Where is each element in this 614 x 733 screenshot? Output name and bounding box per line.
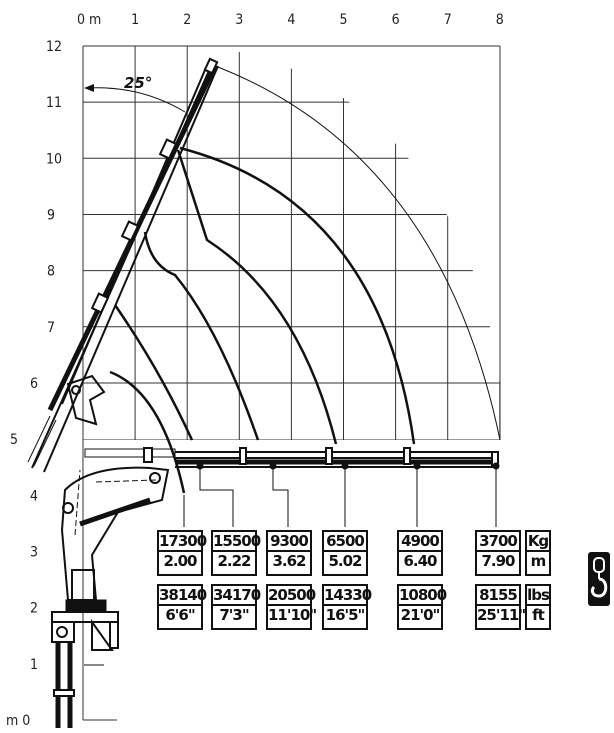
reach-ft-value: 6'6" — [165, 606, 195, 624]
x-axis-label: 5 — [340, 12, 348, 28]
load-lbs-value: 10800 — [399, 586, 447, 606]
metric-units-box: Kg m — [525, 530, 551, 576]
reach-m-value: 2.22 — [217, 552, 251, 570]
crane-hook-icon — [588, 552, 610, 606]
x-axis-labels: 0 m 1 2 3 4 5 6 7 8 — [77, 12, 504, 28]
angle-arrow — [84, 84, 94, 92]
x-axis-label: 2 — [183, 12, 191, 28]
reach-ft-value: 21'0" — [400, 606, 441, 624]
x-axis-label: 6 — [392, 12, 400, 28]
reach-m-value: 5.02 — [328, 552, 362, 570]
y-axis-label: 11 — [46, 95, 62, 111]
angle-arc — [85, 87, 186, 113]
y-axis-label: m 0 — [6, 713, 30, 729]
reach-ft-value: 25'11" — [477, 606, 526, 624]
reach-m-value: 7.90 — [481, 552, 515, 570]
reach-ft-value: 7'3" — [219, 606, 249, 624]
load-curves — [109, 146, 416, 494]
y-axis-label: 9 — [47, 207, 55, 223]
x-axis-label: 3 — [235, 12, 243, 28]
load-kg-value: 4900 — [399, 532, 441, 552]
y-axis-label: 10 — [46, 151, 62, 167]
leader-lines — [183, 468, 497, 527]
angle-label: 25° — [124, 74, 152, 92]
y-axis-label: 4 — [30, 488, 38, 504]
imperial-units-box: lbs ft — [525, 584, 551, 630]
y-axis-label: 6 — [30, 376, 38, 392]
load-curve-1 — [109, 370, 186, 494]
max-reach-arc — [209, 63, 501, 441]
load-lbs-value: 14330 — [324, 586, 372, 606]
reach-ft-value: 11'10" — [268, 606, 317, 624]
load-lbs-value: 34170 — [213, 586, 261, 606]
load-curve-3 — [143, 231, 260, 441]
x-axis-label: 8 — [496, 12, 504, 28]
y-axis-label: 3 — [30, 544, 38, 560]
load-kg-value: 17300 — [159, 532, 207, 552]
load-lbs-value: 38140 — [159, 586, 207, 606]
load-kg-value: 6500 — [324, 532, 366, 552]
x-axis-label: 1 — [131, 12, 139, 28]
reach-m-value: 6.40 — [403, 552, 437, 570]
crane-boom-horizontal — [84, 447, 500, 470]
imperial-reach-unit: ft — [532, 606, 545, 624]
metric-reach-unit: m — [530, 552, 547, 570]
load-kg-value: 15500 — [213, 532, 261, 552]
load-curve-4 — [176, 149, 338, 445]
crane-boom-raised — [27, 57, 219, 473]
load-curve-5 — [179, 146, 416, 445]
y-axis-label: 5 — [10, 432, 18, 448]
reach-ft-value: 16'5" — [325, 606, 366, 624]
y-axis-label: 7 — [47, 320, 55, 336]
x-axis-label: 0 m — [77, 12, 101, 28]
load-lbs-value: 20500 — [268, 586, 316, 606]
x-axis-label: 4 — [287, 12, 295, 28]
imperial-load-unit: lbs — [527, 586, 550, 606]
load-kg-value: 9300 — [268, 532, 310, 552]
y-axis-label: 1 — [30, 657, 38, 673]
load-kg-value: 3700 — [477, 532, 519, 552]
load-curve-2 — [113, 304, 194, 441]
grid — [83, 46, 501, 440]
y-axis-label: 12 — [46, 39, 62, 55]
load-lbs-value: 8155 — [477, 586, 519, 606]
y-axis-label: 8 — [47, 264, 55, 280]
y-axis-label: 2 — [30, 601, 38, 617]
reach-m-value: 3.62 — [272, 552, 306, 570]
reach-m-value: 2.00 — [163, 552, 197, 570]
metric-load-unit: Kg — [527, 532, 549, 552]
crane-column — [51, 466, 170, 728]
x-axis-label: 7 — [444, 12, 452, 28]
